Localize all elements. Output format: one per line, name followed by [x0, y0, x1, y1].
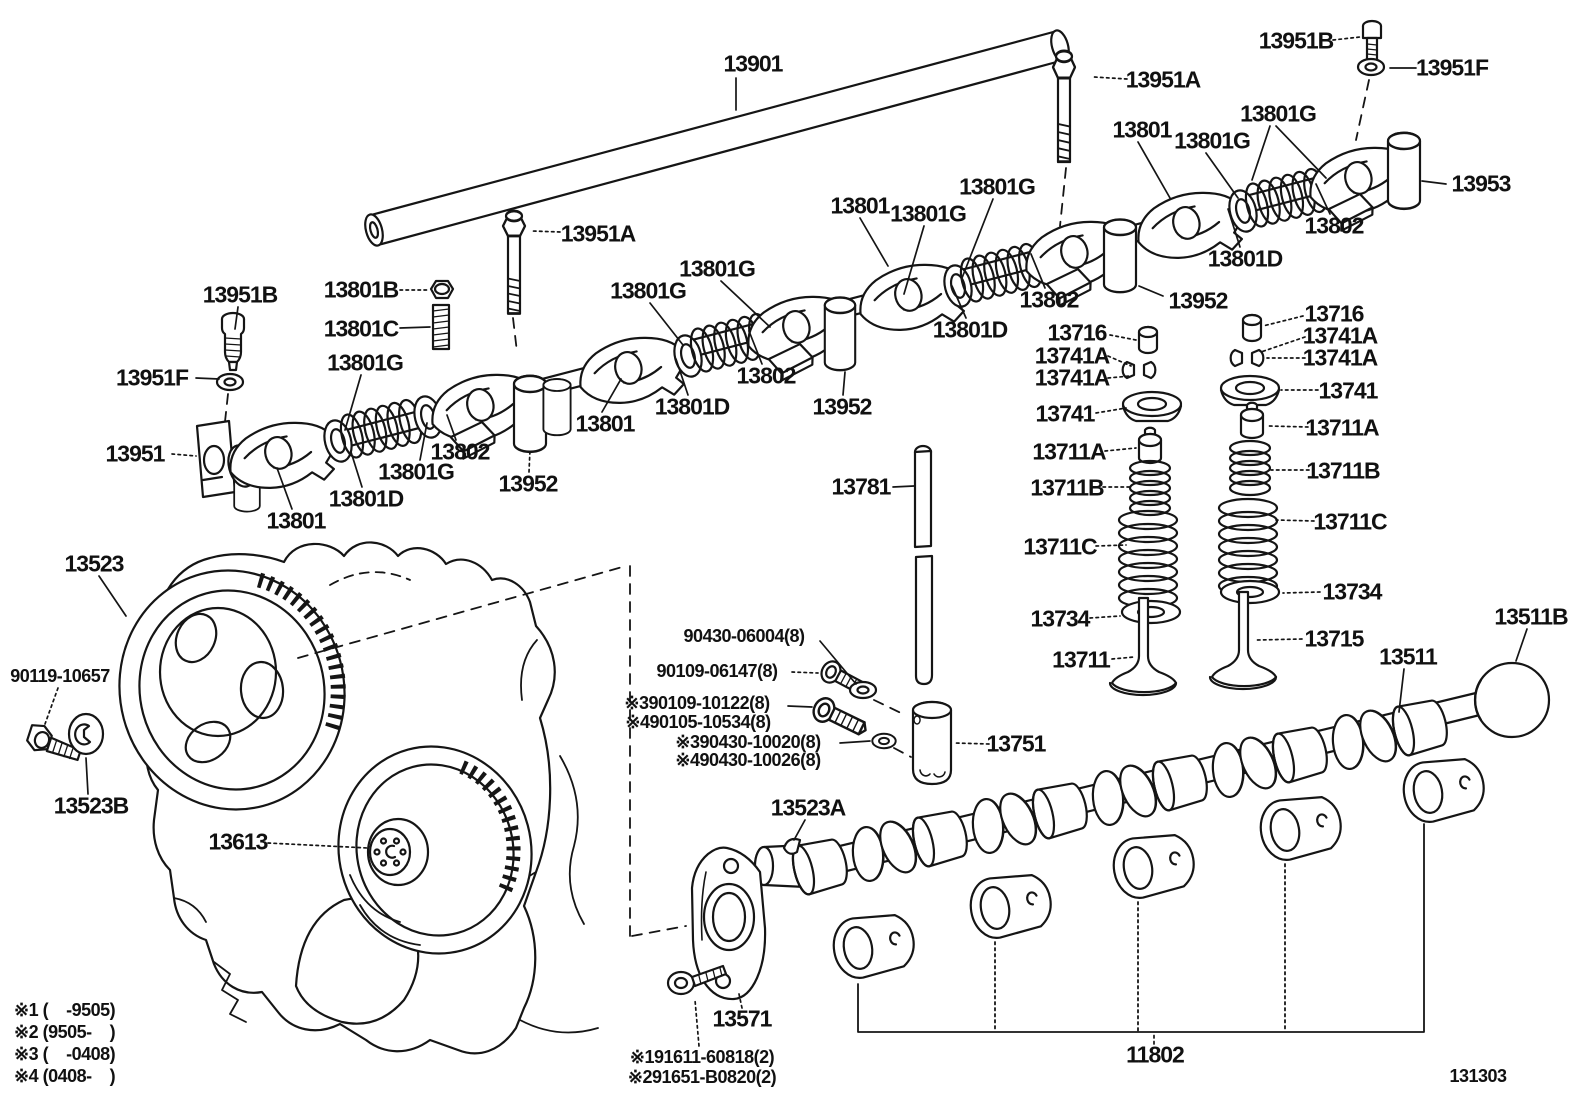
gear-bolt-90119: [26, 724, 82, 762]
camshaft-end-13511B: [1473, 661, 1551, 739]
woodruff-key-13523A: [782, 837, 802, 855]
camshaft: [753, 661, 1551, 898]
rocker-shaft-tube: [364, 29, 1070, 247]
washer-90430: [848, 680, 878, 700]
rocker-arm-banks: [195, 131, 1424, 513]
bolt-13951B-right: [1361, 19, 1383, 64]
construction-dashes: [222, 79, 1370, 939]
bolt-13951A-left: [501, 209, 527, 315]
bolt-390109: [808, 693, 873, 743]
push-rod: [913, 444, 934, 686]
bolt-13951A-right: [1051, 49, 1077, 164]
bearing-plate-13571: [690, 846, 767, 1001]
camshaft-timing-gear: [118, 569, 346, 811]
nut-13801B: [429, 279, 455, 300]
valve-lifter-13751: [911, 700, 953, 786]
plate-bolt-191611: [666, 964, 728, 996]
cam-bearing-shells: [828, 751, 1490, 1033]
rocker-bank-4: [1129, 131, 1424, 273]
shaft-stand-13953: [1386, 131, 1422, 211]
valve-assembly-right: [1208, 313, 1281, 691]
bolt-13951B-left: [220, 311, 246, 372]
washer-13951F-right: [1356, 57, 1386, 77]
gear-washer-13523B: [67, 712, 105, 756]
crankshaft-gear: [337, 745, 533, 955]
leader-lines: [44, 36, 1528, 1047]
washer-390430: [871, 732, 897, 750]
stud-13801C: [431, 303, 451, 351]
small-hardware: [215, 19, 1386, 750]
valve-assembly-mid: [1108, 325, 1183, 697]
washer-13951F-left: [215, 372, 245, 392]
crankshaft-hub-13613: [368, 827, 412, 877]
rocker-bank-2: [542, 284, 862, 437]
rocker-bank-1: [195, 362, 548, 513]
